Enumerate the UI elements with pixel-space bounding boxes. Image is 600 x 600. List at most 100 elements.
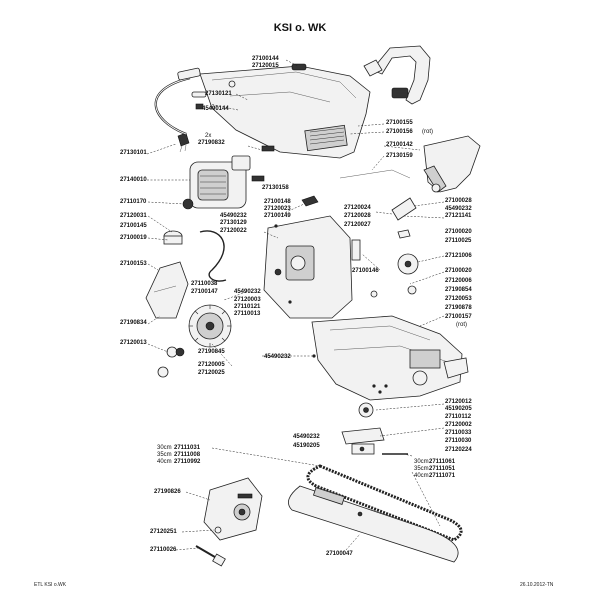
sprocket-cover <box>203 477 263 541</box>
part-label: 27100147 <box>191 289 218 295</box>
chain-sprocket <box>358 402 374 418</box>
part-note: 40cm <box>157 459 172 465</box>
part-label: 27120013 <box>120 340 147 346</box>
part-label: 27130129 <box>220 220 247 226</box>
part-note: 30cm <box>414 459 429 465</box>
part-label: 27120002 <box>445 422 472 428</box>
part-label: 27190878 <box>445 305 472 311</box>
part-label: 27111008 <box>174 452 201 458</box>
part-label: 27130158 <box>262 185 289 191</box>
part-label: 45490232 <box>293 434 320 440</box>
washer-stack <box>157 346 185 378</box>
part-label: 27121006 <box>445 253 472 259</box>
part-label: 27120028 <box>344 213 371 219</box>
part-label: 27100156 <box>386 129 413 135</box>
part-label: 27100020 <box>445 229 472 235</box>
part-label: 27120012 <box>445 399 472 405</box>
switch-wire <box>339 169 411 179</box>
part-label: 45490232 <box>234 289 261 295</box>
part-label: 27110026 <box>150 547 177 553</box>
part-label: 27120224 <box>445 447 472 453</box>
part-label: 27120005 <box>198 362 225 368</box>
part-label: 27100019 <box>120 235 147 241</box>
part-label: 27100047 <box>326 551 353 557</box>
part-label: 27100146 <box>352 268 379 274</box>
part-label: 27110170 <box>120 199 147 205</box>
spring-clip <box>397 229 411 239</box>
electric-motor <box>182 155 251 210</box>
main-housing <box>311 315 469 401</box>
gearbox-housing <box>263 215 361 319</box>
footer-document-id: ETL KSI o.WK <box>34 582 67 588</box>
part-label: 27130159 <box>386 153 413 159</box>
part-label: 27190826 <box>154 489 181 495</box>
part-label: 27111061 <box>429 459 456 465</box>
saw-chain <box>306 464 463 542</box>
carbon-brush <box>261 145 275 152</box>
part-label: 27110033 <box>445 430 472 436</box>
drive-gear <box>188 304 232 348</box>
part-label: 27100028 <box>445 198 472 204</box>
safety-lever <box>391 197 417 221</box>
part-label: 27100148 <box>264 199 291 205</box>
part-label: 27110013 <box>234 311 261 317</box>
part-label: 27100153 <box>120 261 147 267</box>
part-label: 27130101 <box>120 150 147 156</box>
part-label: 27120031 <box>120 213 147 219</box>
part-label: 27121141 <box>445 213 472 219</box>
cable-grommet <box>191 91 207 98</box>
part-label: 27100145 <box>120 223 147 229</box>
part-label: 45190205 <box>445 406 472 412</box>
part-label: 27130121 <box>205 91 232 97</box>
part-label: 27110025 <box>445 238 472 244</box>
part-label: 27120251 <box>150 529 177 535</box>
part-label: 27190854 <box>445 287 472 293</box>
part-label: 27190845 <box>198 349 225 355</box>
part-label: 27110992 <box>174 459 201 465</box>
part-note: (rot) <box>422 129 433 135</box>
part-label: 27100142 <box>386 142 413 148</box>
housing-half <box>199 63 371 159</box>
part-label: 27120027 <box>344 222 371 228</box>
part-note: 40cm <box>414 473 429 479</box>
guide-bar <box>288 485 459 563</box>
power-cable <box>154 67 201 153</box>
oil-hose <box>199 230 227 282</box>
part-label: 27100149 <box>264 213 291 219</box>
leader-lines <box>146 59 445 551</box>
part-label: 27110121 <box>234 304 261 310</box>
part-label: 45490232 <box>445 206 472 212</box>
footer-date: 26.10.2012-TN <box>520 582 554 588</box>
part-label: 27110038 <box>191 281 218 287</box>
part-label: 45190205 <box>293 443 320 449</box>
combination-tool <box>195 545 226 567</box>
part-label: 27110030 <box>445 438 472 444</box>
part-label: 27100157 <box>445 314 472 320</box>
part-label: 27120022 <box>220 228 247 234</box>
part-label: 27120015 <box>252 63 279 69</box>
part-label: 27100155 <box>386 120 413 126</box>
part-label: 45490232 <box>220 213 247 219</box>
part-label: 27120025 <box>198 370 225 376</box>
front-handle <box>363 45 431 105</box>
part-label: 27140010 <box>120 177 147 183</box>
part-note: 35cm <box>414 466 429 472</box>
part-label: 27120006 <box>445 278 472 284</box>
cable-clip <box>195 103 204 110</box>
carbon-brush <box>251 175 265 182</box>
part-label: 27120053 <box>445 296 472 302</box>
part-label: 27110112 <box>445 414 472 420</box>
cover-nut <box>214 526 222 534</box>
page-title: KSI o. WK <box>273 22 327 34</box>
part-label: 27100144 <box>252 56 279 62</box>
part-label: 27100020 <box>445 268 472 274</box>
trigger-lever <box>301 195 319 207</box>
part-label: 27120023 <box>264 206 291 212</box>
part-label: 27111071 <box>429 473 456 479</box>
part-label: 27120024 <box>344 205 371 211</box>
part-note: (rot) <box>456 322 467 328</box>
oil-pump-gear <box>370 253 419 298</box>
oil-tank <box>145 230 189 319</box>
clamping-plate <box>341 427 408 455</box>
